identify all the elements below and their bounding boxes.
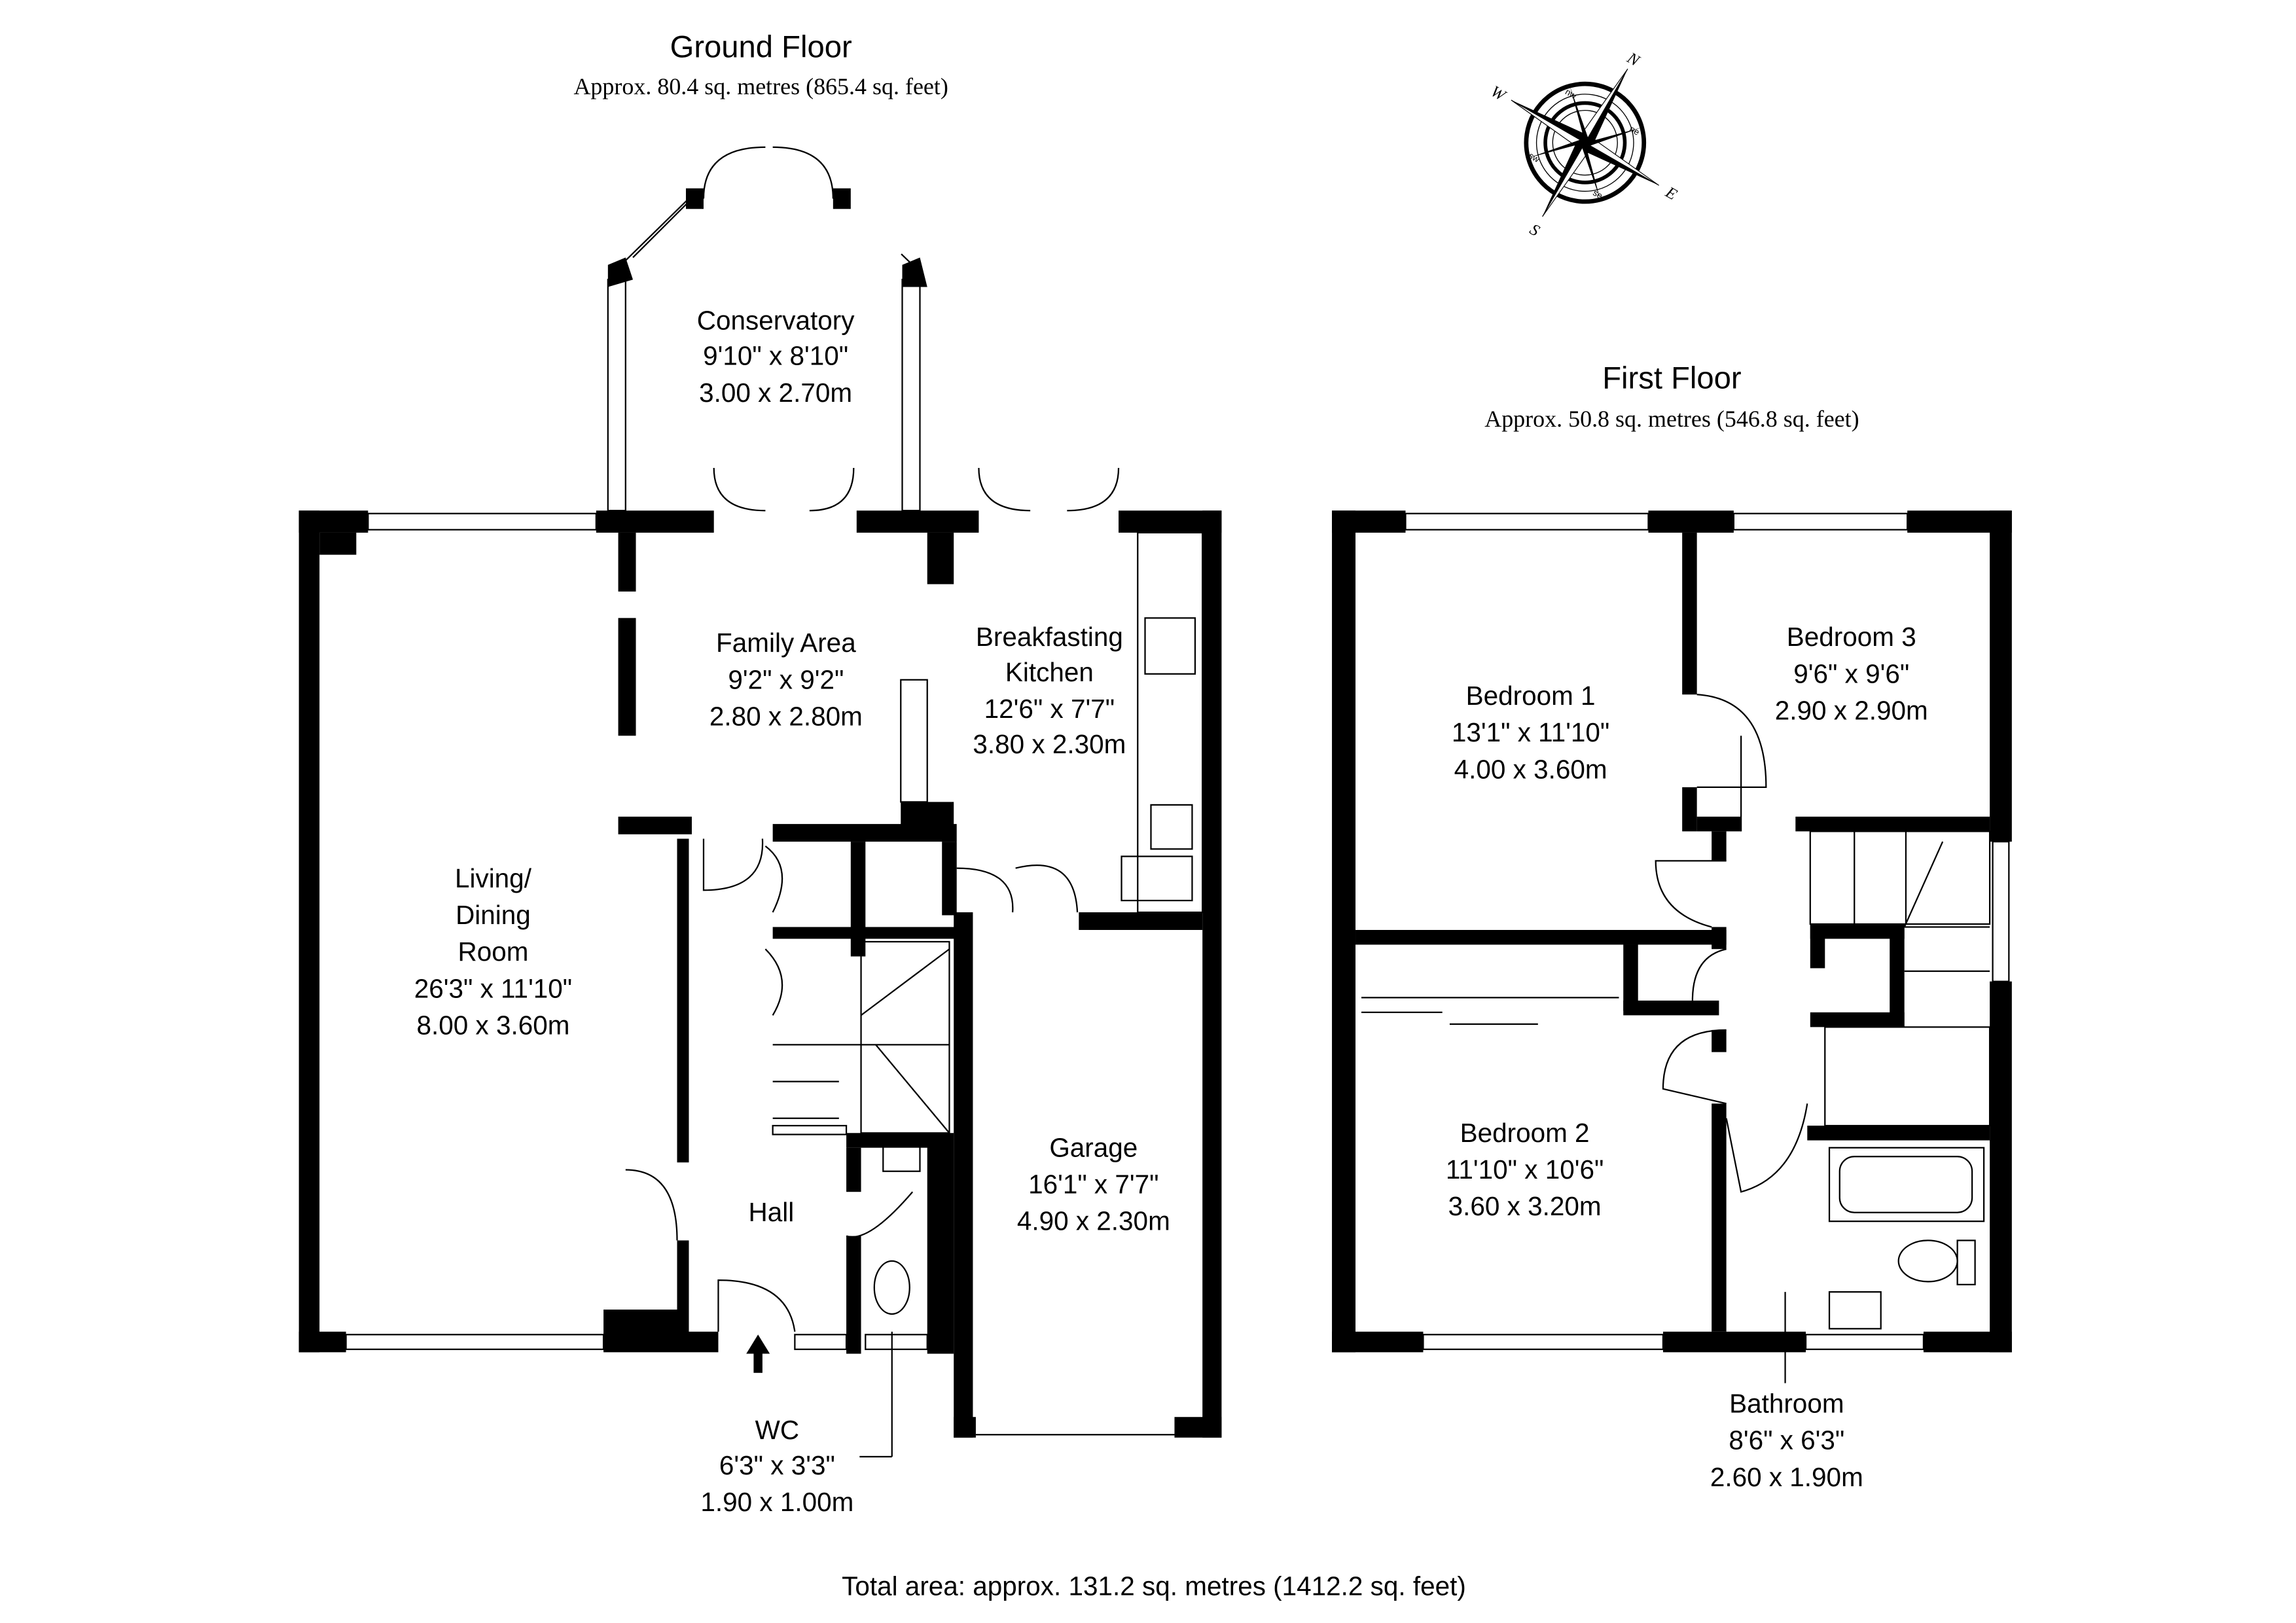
total-area: Total area: approx. 131.2 sq. metres (14… — [842, 1571, 1466, 1601]
svg-text:ne: ne — [1628, 124, 1641, 137]
room-bedroom-3: Bedroom 3 9'6" x 9'6" 2.90 x 2.90m — [1775, 622, 1928, 725]
svg-text:sw: sw — [1527, 151, 1541, 164]
svg-text:4.90 x 2.30m: 4.90 x 2.30m — [1017, 1206, 1170, 1236]
ground-floor-stairs — [772, 940, 950, 1135]
room-breakfasting-kitchen: Breakfasting Kitchen 12'6" x 7'7" 3.80 x… — [973, 622, 1126, 759]
room-family-area: Family Area 9'2" x 9'2" 2.80 x 2.80m — [709, 628, 863, 731]
svg-text:11'10" x 10'6": 11'10" x 10'6" — [1446, 1154, 1604, 1185]
ground-floor-area: Approx. 80.4 sq. metres (865.4 sq. feet) — [573, 73, 948, 99]
svg-text:3.60 x 3.20m: 3.60 x 3.20m — [1448, 1191, 1602, 1221]
svg-text:Bedroom 2: Bedroom 2 — [1460, 1118, 1590, 1148]
svg-text:Bedroom 1: Bedroom 1 — [1466, 681, 1596, 711]
svg-text:Breakfasting: Breakfasting — [976, 622, 1123, 652]
svg-text:8.00 x 3.60m: 8.00 x 3.60m — [416, 1010, 569, 1041]
svg-text:3.00 x 2.70m: 3.00 x 2.70m — [699, 378, 852, 408]
svg-text:Room: Room — [457, 936, 528, 967]
svg-text:3.80 x 2.30m: 3.80 x 2.30m — [973, 729, 1126, 759]
svg-text:WC: WC — [755, 1415, 799, 1445]
first-floor-walls — [1332, 510, 2012, 1353]
svg-text:9'6" x 9'6": 9'6" x 9'6" — [1793, 658, 1909, 688]
compass-rose-icon: N E S W ne nw se sw — [1488, 49, 1680, 240]
svg-text:S: S — [1526, 221, 1542, 240]
svg-text:se: se — [1591, 188, 1604, 201]
room-bedroom-2: Bedroom 2 11'10" x 10'6" 3.60 x 3.20m — [1446, 1118, 1604, 1221]
room-living-dining: Living/ Dining Room 26'3" x 11'10" 8.00 … — [414, 863, 572, 1041]
svg-text:Bathroom: Bathroom — [1729, 1388, 1844, 1418]
svg-text:1.90 x 1.00m: 1.90 x 1.00m — [700, 1487, 853, 1517]
svg-text:2.90 x 2.90m: 2.90 x 2.90m — [1775, 695, 1928, 725]
svg-text:Dining: Dining — [456, 900, 531, 930]
svg-text:8'6" x 6'3": 8'6" x 6'3" — [1729, 1425, 1844, 1455]
svg-text:Living/: Living/ — [455, 863, 532, 893]
svg-text:2.60 x 1.90m: 2.60 x 1.90m — [1710, 1462, 1863, 1492]
svg-text:Family Area: Family Area — [716, 628, 856, 658]
first-floor-title: First Floor — [1602, 361, 1741, 396]
svg-text:Garage: Garage — [1049, 1132, 1138, 1162]
svg-text:13'1" x 11'10": 13'1" x 11'10" — [1452, 717, 1609, 747]
svg-text:Kitchen: Kitchen — [1005, 657, 1094, 687]
svg-text:9'2" x 9'2": 9'2" x 9'2" — [728, 664, 844, 694]
room-bathroom: Bathroom 8'6" x 6'3" 2.60 x 1.90m — [1710, 1388, 1863, 1491]
svg-text:N: N — [1623, 49, 1643, 71]
svg-text:9'10" x 8'10": 9'10" x 8'10" — [703, 341, 848, 371]
svg-text:nw: nw — [1564, 86, 1579, 101]
ground-floor-title: Ground Floor — [670, 30, 852, 65]
svg-text:16'1" x 7'7": 16'1" x 7'7" — [1028, 1169, 1158, 1199]
room-garage: Garage 16'1" x 7'7" 4.90 x 2.30m — [1017, 1132, 1170, 1236]
room-conservatory: Conservatory 9'10" x 8'10" 3.00 x 2.70m — [697, 306, 855, 408]
room-hall: Hall — [749, 1197, 795, 1227]
svg-text:4.00 x 3.60m: 4.00 x 3.60m — [1454, 754, 1607, 784]
svg-text:Conservatory: Conservatory — [697, 306, 855, 336]
ground-floor-walls — [298, 146, 1222, 1458]
svg-text:6'3" x 3'3": 6'3" x 3'3" — [719, 1450, 835, 1480]
room-bedroom-1: Bedroom 1 13'1" x 11'10" 4.00 x 3.60m — [1452, 681, 1609, 784]
svg-text:W: W — [1488, 82, 1509, 105]
svg-text:12'6" x 7'7": 12'6" x 7'7" — [984, 694, 1115, 724]
first-floor-area: Approx. 50.8 sq. metres (546.8 sq. feet) — [1484, 406, 1859, 432]
svg-text:26'3" x 11'10": 26'3" x 11'10" — [414, 973, 572, 1003]
svg-text:E: E — [1662, 183, 1679, 204]
room-wc: WC 6'3" x 3'3" 1.90 x 1.00m — [700, 1415, 853, 1517]
svg-text:2.80 x 2.80m: 2.80 x 2.80m — [709, 701, 863, 731]
svg-text:Bedroom 3: Bedroom 3 — [1787, 622, 1916, 652]
